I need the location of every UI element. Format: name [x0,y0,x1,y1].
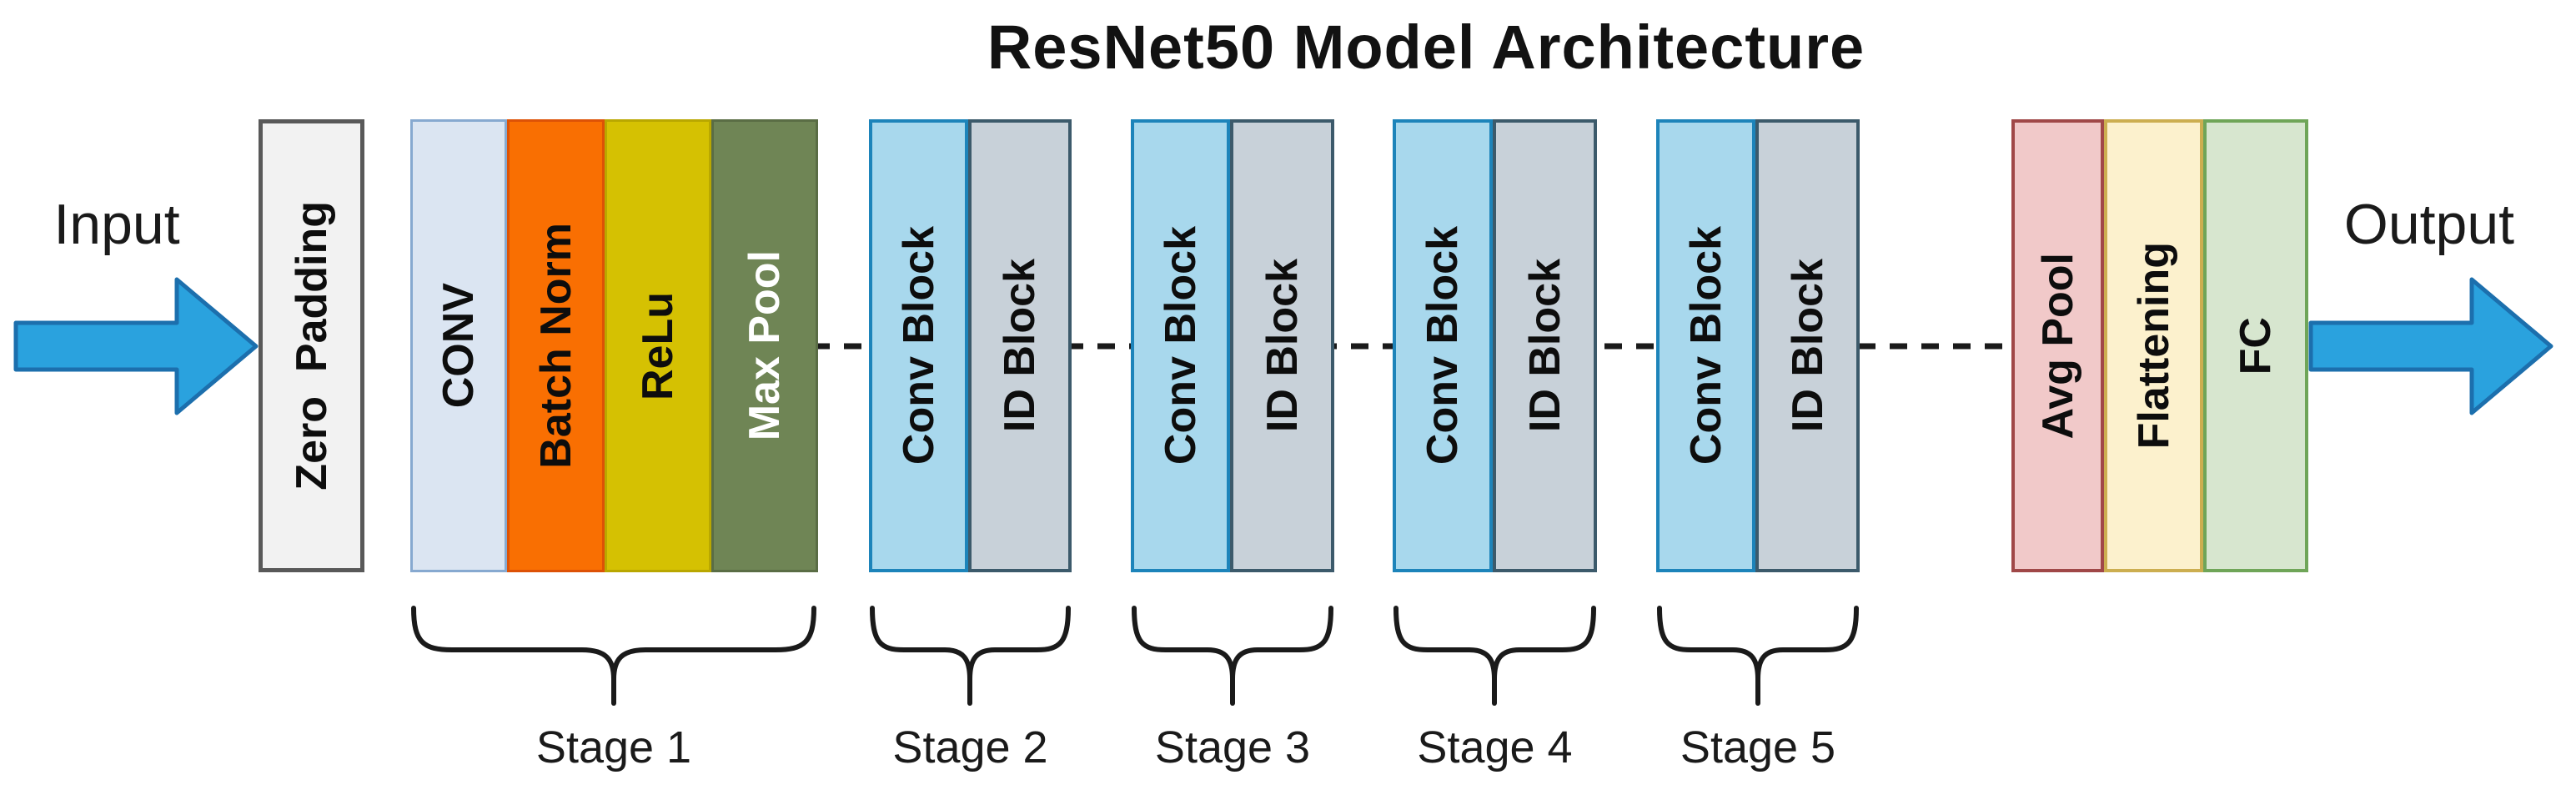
layer-flattening-label: Flattening [2129,242,2178,450]
stage5-conv-block: Conv Block [1656,119,1755,572]
layer-zero-padding: Zero Padding [259,119,364,572]
stage3-conv-block: Conv Block [1131,119,1230,572]
stage-5-label: Stage 5 [1680,722,1836,772]
output-arrow-icon [2308,277,2553,415]
stage-4-label: Stage 4 [1417,722,1573,772]
stage-2-brace [870,606,1071,706]
diagram-title: ResNet50 Model Architecture [987,13,1865,82]
stage4-id-block: ID Block [1493,119,1597,572]
stage4-id-block-label: ID Block [1520,259,1569,433]
output-label: Output [2343,193,2515,256]
stage-1-label: Stage 1 [535,722,692,772]
layer-relu-label: ReLu [634,291,682,400]
layer-relu: ReLu [605,119,711,572]
stage-3-brace [1132,606,1333,706]
stage-1-brace [411,606,816,706]
input-label: Input [53,193,180,256]
stage-4-brace [1393,606,1596,706]
stage3-conv-block-label: Conv Block [1156,226,1205,465]
stage-3-label: Stage 3 [1154,722,1311,772]
stage5-id-block: ID Block [1755,119,1860,572]
layer-avg-pool-label: Avg Pool [2033,252,2082,440]
stage5-id-block-label: ID Block [1783,259,1832,433]
layer-fc-label: FC [2232,316,2280,375]
layer-batch-norm: Batch Norm [507,119,605,572]
stage4-conv-block-label: Conv Block [1419,226,1467,465]
stage-5-brace [1657,606,1859,706]
input-arrow-icon [13,277,259,415]
layer-fc: FC [2203,119,2308,572]
layer-conv-label: CONV [434,283,483,409]
layer-conv: CONV [410,119,507,572]
layer-max-pool: Max Pool [711,119,818,572]
stage2-conv-block-label: Conv Block [894,226,943,465]
stage-2-label: Stage 2 [892,722,1048,772]
stage2-conv-block: Conv Block [869,119,968,572]
layer-batch-norm-label: Batch Norm [531,223,580,469]
layer-max-pool-label: Max Pool [741,250,789,441]
stage2-id-block-label: ID Block [996,259,1044,433]
layer-avg-pool: Avg Pool [2011,119,2104,572]
stage3-id-block-label: ID Block [1258,259,1307,433]
stage2-id-block: ID Block [968,119,1072,572]
stage4-conv-block: Conv Block [1393,119,1493,572]
stage5-conv-block-label: Conv Block [1681,226,1730,465]
layer-flattening: Flattening [2104,119,2203,572]
layer-zero-padding-label: Zero Padding [287,201,336,491]
stage3-id-block: ID Block [1230,119,1334,572]
